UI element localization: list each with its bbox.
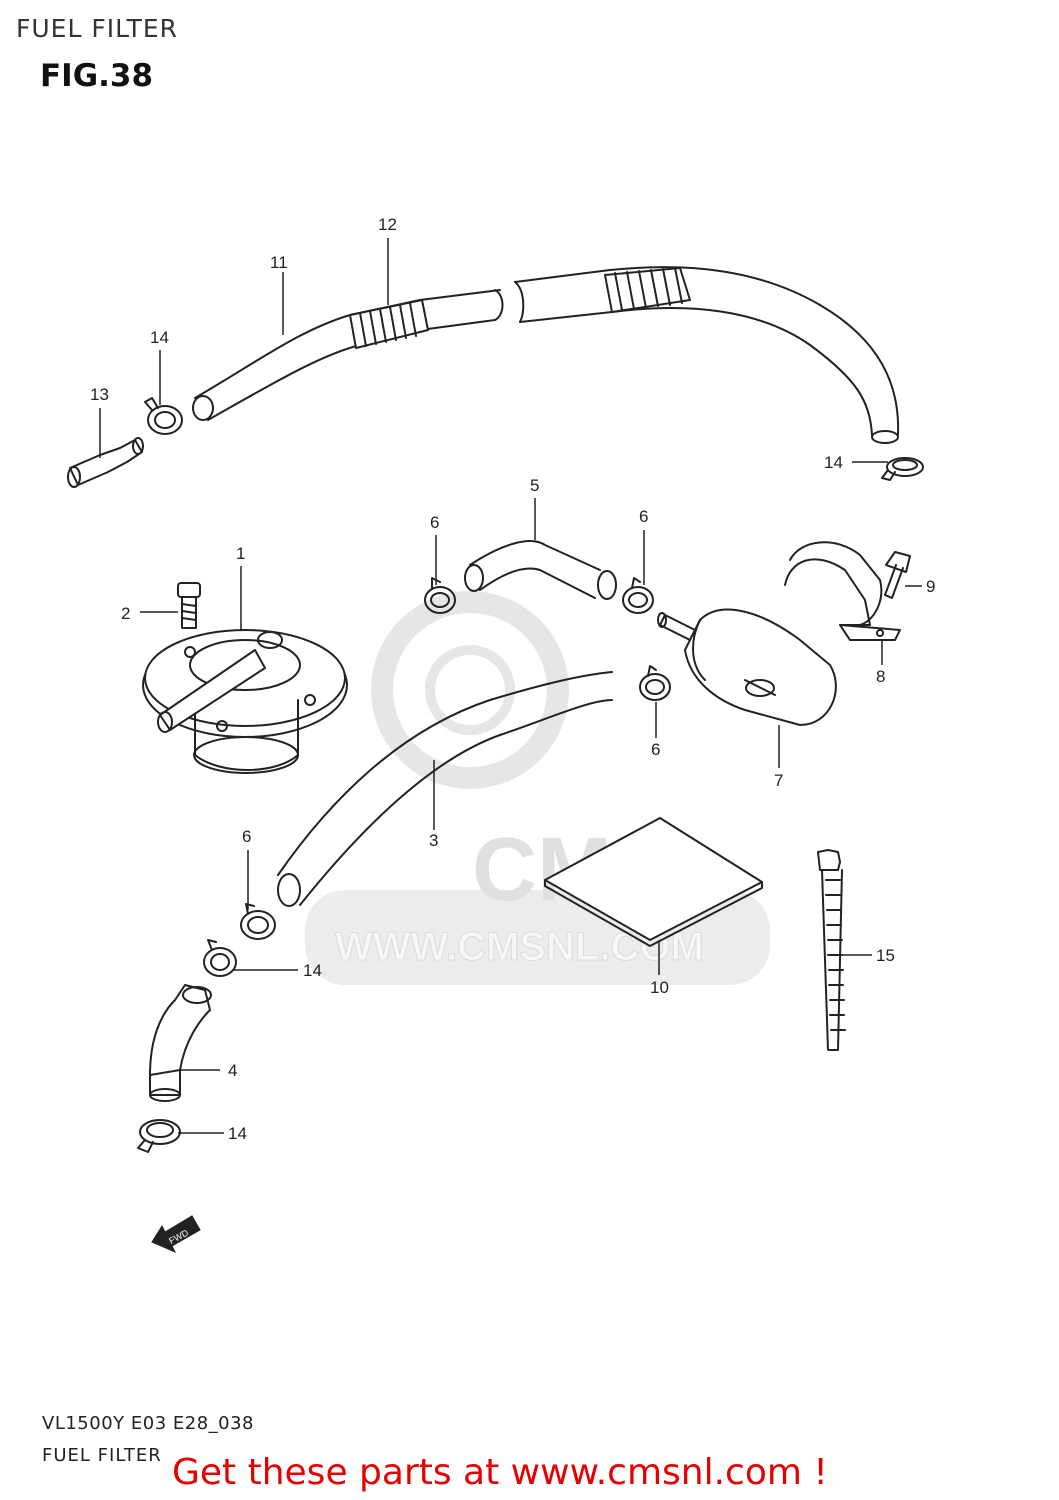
callout-11: 11: [270, 253, 288, 272]
hose-protector-a: [349, 299, 429, 349]
hose-clamp-top-left: [144, 397, 183, 435]
cushion-pad: [544, 817, 763, 947]
callout-15: 15: [876, 946, 895, 965]
callout-8: 8: [876, 667, 885, 686]
callout-7: 7: [774, 771, 783, 790]
callout-5: 5: [530, 476, 539, 495]
cable-tie: [817, 849, 846, 1051]
callout-14: 14: [824, 453, 843, 472]
callout-4: 4: [228, 1061, 237, 1080]
valve-screw: [177, 582, 201, 629]
leader-lines: [99, 238, 922, 1134]
holder-bolt: [884, 551, 911, 599]
callout-numbers: 12 11 14 13 14 5 6 6 1 2 9 8 6 7 3 6 14 …: [90, 215, 935, 1143]
fuel-filter: [657, 608, 837, 726]
promo-link[interactable]: Get these parts at www.cmsnl.com !: [172, 1452, 828, 1493]
hose-clamp-top-right: [881, 457, 924, 481]
callout-6: 6: [651, 740, 660, 759]
callout-3: 3: [429, 831, 438, 850]
hose-fitting: [67, 437, 144, 488]
figure-number: FIG.38: [40, 58, 154, 94]
callout-12: 12: [378, 215, 397, 234]
hose-clamp-6-left: [424, 577, 456, 614]
fuel-valve: [142, 629, 348, 774]
filter-holder: [784, 541, 901, 641]
hose-clamp-lower-mid: [203, 939, 237, 977]
model-code: VL1500Y E03 E28_038: [42, 1413, 254, 1434]
callout-14: 14: [150, 328, 169, 347]
callout-14: 14: [303, 961, 322, 980]
forward-direction-arrow: FWD: [151, 1215, 201, 1254]
hose-protector-b: [604, 267, 691, 313]
callout-6: 6: [430, 513, 439, 532]
hose-clamp-6-bottom: [240, 903, 276, 940]
hose-clamp-6-right: [622, 577, 654, 614]
elbow-hose: [149, 984, 212, 1102]
callout-10: 10: [650, 978, 669, 997]
fuel-hose-long: [192, 266, 900, 444]
callout-6: 6: [242, 827, 251, 846]
fuel-hose-short: [464, 540, 617, 600]
hose-clamp-6-lower: [639, 665, 671, 701]
footer-title: FUEL FILTER: [42, 1445, 162, 1466]
fuel-hose-curved: [277, 671, 613, 907]
page-title: FUEL FILTER: [16, 14, 179, 43]
hose-clamp-bottom: [137, 1119, 181, 1153]
callout-9: 9: [926, 577, 935, 596]
callout-2: 2: [121, 604, 130, 623]
callout-13: 13: [90, 385, 109, 404]
callout-6: 6: [639, 507, 648, 526]
callout-14: 14: [228, 1124, 247, 1143]
callout-1: 1: [236, 544, 245, 563]
